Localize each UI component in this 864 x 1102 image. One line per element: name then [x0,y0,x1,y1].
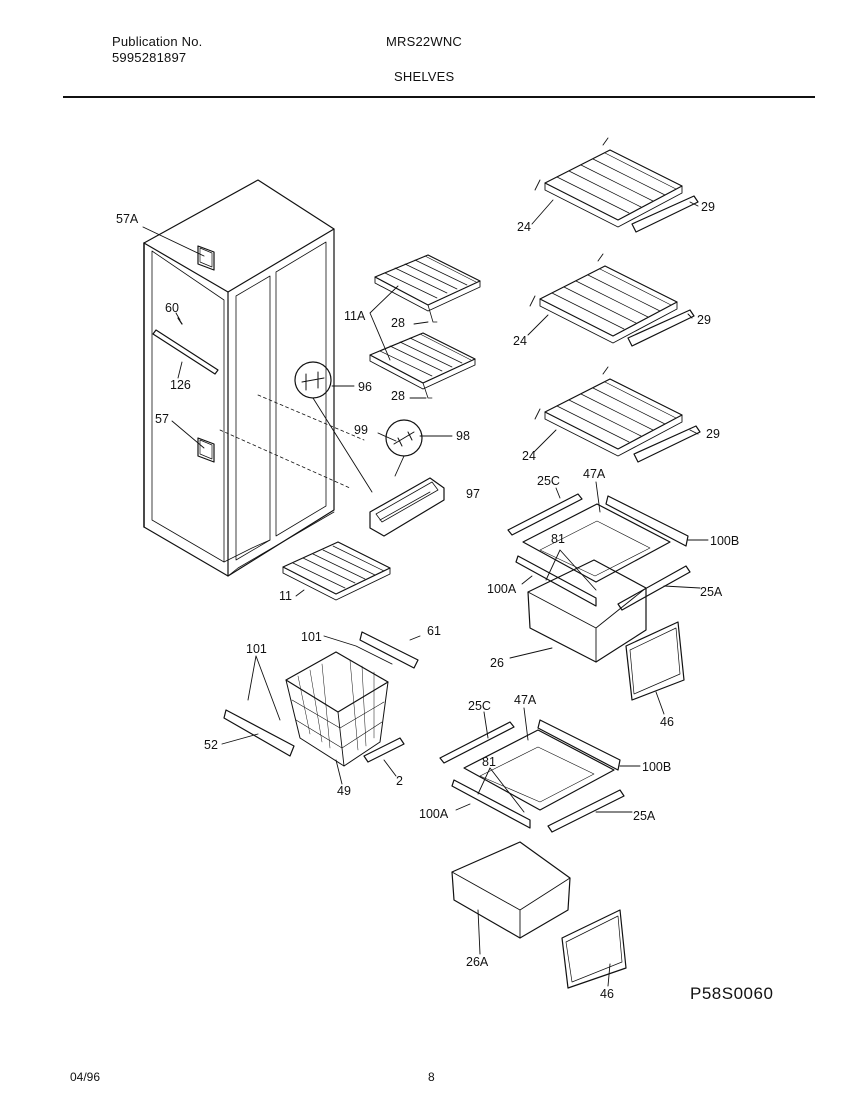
leader-lines [142,199,709,987]
callout-46-upper: 46 [660,715,674,729]
callout-126: 126 [170,378,191,392]
callout-100A-lower: 100A [419,807,449,821]
callout-60: 60 [165,301,179,315]
callout-11A: 11A [344,309,366,323]
freezer-basket-drawing [223,631,419,767]
model-number: MRS22WNC [386,34,462,49]
callout-24-top: 24 [517,220,531,234]
cabinet-drawing [143,179,365,577]
callout-97: 97 [466,487,480,501]
callout-25A-upper: 25A [700,585,723,599]
callout-28-lower: 28 [391,389,405,403]
callout-26: 26 [490,656,504,670]
fresh-food-shelves-drawing [529,137,701,463]
callout-25C-upper: 25C [537,474,560,488]
shelf-rail-drawing [152,317,219,375]
callout-47A-lower: 47A [514,693,537,707]
freezer-shelves-drawing [282,254,481,601]
callout-52: 52 [204,738,218,752]
header-rule [63,96,815,98]
page-number: 8 [428,1070,435,1084]
part-callouts: 57A 60 126 57 11A 28 28 96 99 98 97 11 2… [116,200,739,1001]
callout-28-upper: 28 [391,316,405,330]
callout-81-upper: 81 [551,532,565,546]
callout-98: 98 [456,429,470,443]
callout-25A-lower: 25A [633,809,656,823]
callout-29-bottom: 29 [706,427,720,441]
section-title: SHELVES [394,69,455,84]
callout-100B-lower: 100B [642,760,671,774]
callout-46-lower: 46 [600,987,614,1001]
footer-date: 04/96 [70,1070,101,1084]
callout-25C-lower: 25C [468,699,491,713]
callout-101-basket: 101 [301,630,322,644]
callout-24-bottom: 24 [522,449,536,463]
callout-47A-upper: 47A [583,467,606,481]
publication-label: Publication No. [112,34,203,49]
lower-crisper-drawing [439,719,627,989]
callout-2: 2 [396,774,403,788]
callout-57: 57 [155,412,169,426]
callout-61: 61 [427,624,441,638]
callout-11: 11 [279,589,292,603]
callout-81-lower: 81 [482,755,496,769]
diagram-code: P58S0060 [690,984,774,1003]
callout-96: 96 [358,380,372,394]
callout-26A: 26A [466,955,489,969]
callout-57A: 57A [116,212,139,226]
bracket-detail-drawing [294,361,445,537]
upper-crisper-drawing [507,493,691,701]
callout-49: 49 [337,784,351,798]
callout-100B-upper: 100B [710,534,739,548]
publication-number: 5995281897 [112,50,187,65]
callout-29-middle: 29 [697,313,711,327]
callout-100A-upper: 100A [487,582,517,596]
callout-24-middle: 24 [513,334,527,348]
callout-99: 99 [354,423,368,437]
callout-29-top: 29 [701,200,715,214]
callout-101-rail: 101 [246,642,267,656]
